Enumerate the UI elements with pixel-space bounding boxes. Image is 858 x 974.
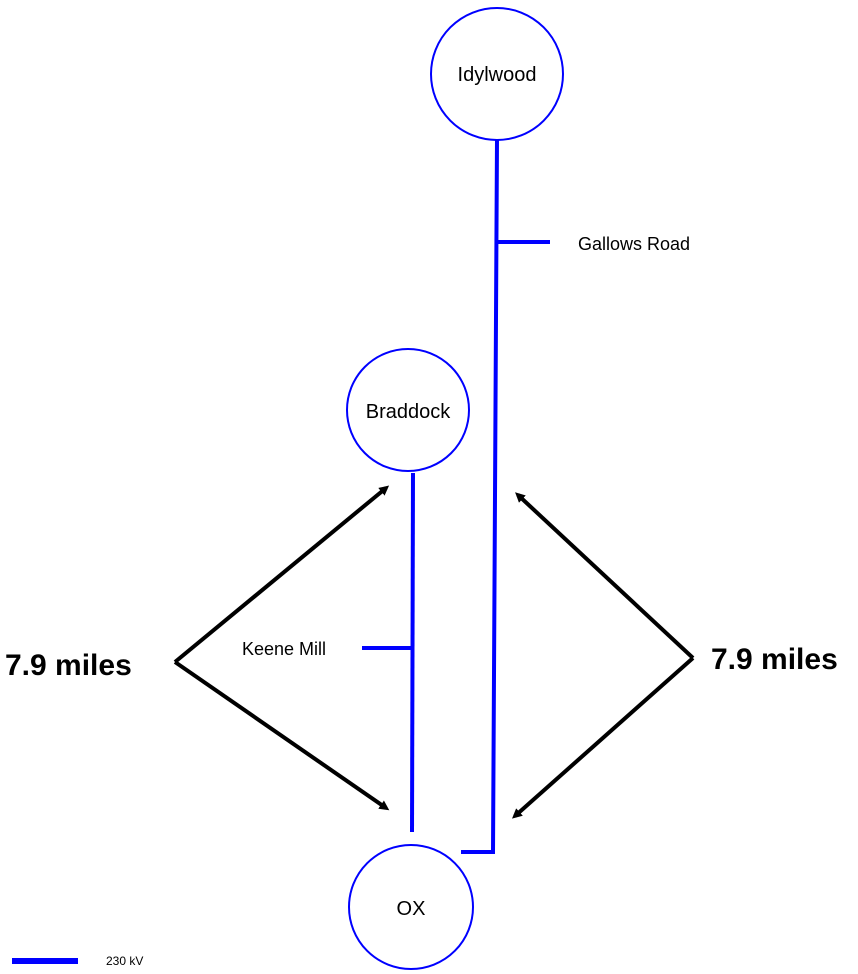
distance-arrows-right	[512, 492, 695, 819]
substation-idylwood: Idylwood	[430, 7, 564, 141]
arrow-right-upper	[515, 492, 695, 660]
arrow-left-lower	[173, 660, 390, 811]
legend-230kv-label: 230 kV	[106, 954, 143, 968]
substation-ox-label: OX	[397, 898, 426, 920]
line-idylwood-ox	[461, 138, 499, 854]
distance-label-right: 7.9 miles	[711, 643, 838, 676]
gallows-road-label: Gallows Road	[578, 234, 690, 254]
keene-mill-label: Keene Mill	[242, 639, 326, 659]
line-braddock-ox	[410, 472, 415, 833]
distance-arrows-left	[173, 485, 390, 811]
substation-idylwood-label: Idylwood	[458, 64, 537, 86]
substation-ox: OX	[348, 844, 474, 970]
distance-label-left: 7.9 miles	[5, 649, 132, 682]
arrow-left-upper	[173, 485, 390, 664]
legend: 230 kV	[12, 954, 143, 968]
substation-braddock: Braddock	[346, 348, 470, 472]
substation-braddock-label: Braddock	[366, 401, 451, 423]
arrow-right-lower	[512, 656, 695, 819]
